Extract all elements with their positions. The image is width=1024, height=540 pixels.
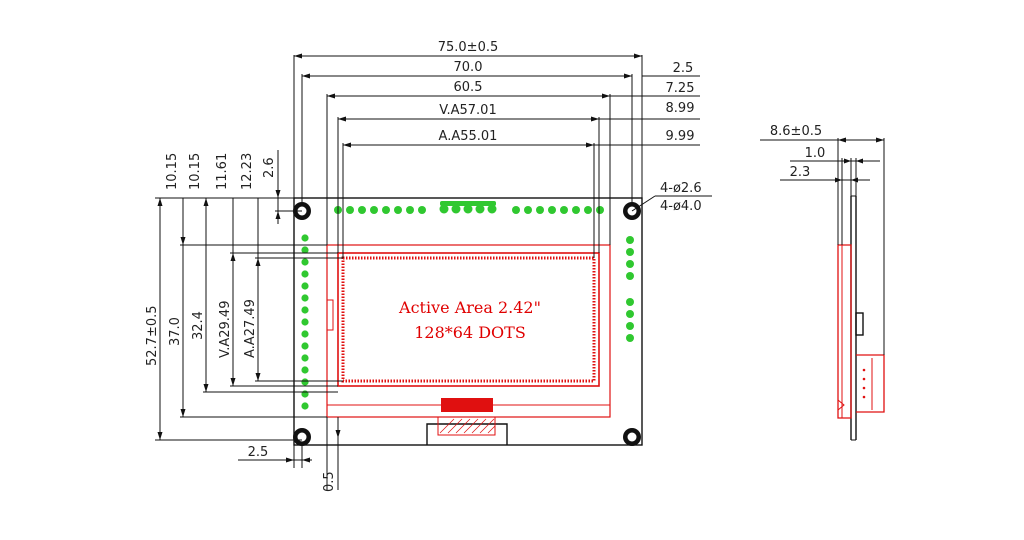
dim-top-4: 12.23 xyxy=(240,153,255,190)
bottom-dimensions: 2.5 0.5 xyxy=(238,417,341,492)
side-view-dimensions: 8.6±0.5 1.0 2.3 xyxy=(760,124,885,355)
right-pin-column xyxy=(626,236,634,342)
top-right-pin-row xyxy=(512,206,604,214)
dim-active-area-height: A.A27.49 xyxy=(243,299,258,358)
dim-glass-bottom-offset: 0.5 xyxy=(322,471,337,492)
mounting-holes xyxy=(293,202,641,446)
viewing-area xyxy=(337,252,600,387)
dim-glass-height: 37.0 xyxy=(168,317,183,346)
dim-overall-width: 75.0±0.5 xyxy=(438,40,499,55)
top-center-pin-row xyxy=(439,201,497,214)
dim-hole-offset: 2.5 xyxy=(673,61,694,76)
mounting-hole-bottom-right xyxy=(623,428,641,446)
dim-viewing-area-height: V.A29.49 xyxy=(218,301,233,358)
dim-top-1: 10.15 xyxy=(165,153,180,190)
dim-hole-pitch: 70.0 xyxy=(454,60,483,75)
horizontal-dimensions: 75.0±0.5 70.0 60.5 V.A57.01 A.A55.01 2.5… xyxy=(293,40,700,258)
dim-side-glass: 2.3 xyxy=(790,165,811,180)
pcb-outline xyxy=(293,197,643,446)
dim-top-3: 11.61 xyxy=(215,153,230,190)
side-view-body xyxy=(837,195,885,441)
dim-outline-height: 32.4 xyxy=(191,311,206,340)
dim-va-offset: 8.99 xyxy=(666,101,695,116)
dim-glass-offset: 7.25 xyxy=(666,81,695,96)
dim-active-area-width: A.A55.01 xyxy=(439,129,498,144)
left-pin-column xyxy=(301,234,309,410)
active-area-label: Active Area 2.42" xyxy=(398,298,541,317)
hole-callout-line2: 4-ø4.0 xyxy=(660,199,702,214)
front-view: Active Area 2.42" 128*64 DOTS 75.0±0.5 7… xyxy=(145,40,712,492)
active-area xyxy=(341,256,596,383)
fpc-tail-hatch xyxy=(437,416,496,436)
fpc-connector xyxy=(441,398,493,412)
dim-top-5: 2.6 xyxy=(262,157,277,178)
dim-viewing-area-width: V.A57.01 xyxy=(439,103,496,118)
top-left-pin-row xyxy=(334,206,426,214)
dots-label: 128*64 DOTS xyxy=(414,323,526,342)
dim-top-2: 10.15 xyxy=(188,153,203,190)
dim-glass-width: 60.5 xyxy=(454,80,483,95)
dim-hole-left-offset: 2.5 xyxy=(248,445,269,460)
side-view: 8.6±0.5 1.0 2.3 xyxy=(760,124,885,441)
dim-side-thickness: 8.6±0.5 xyxy=(770,124,822,139)
hole-callout: 4-ø2.6 4-ø4.0 xyxy=(631,181,712,214)
mounting-hole-bottom-left xyxy=(293,428,311,446)
dim-overall-height: 52.7±0.5 xyxy=(145,305,160,366)
vertical-dimensions: 10.15 10.15 11.61 12.23 2.6 52.7±0.5 37.… xyxy=(145,150,343,441)
hole-callout-line1: 4-ø2.6 xyxy=(660,181,702,196)
dim-aa-offset: 9.99 xyxy=(666,129,695,144)
dim-side-pcb: 1.0 xyxy=(805,146,826,161)
